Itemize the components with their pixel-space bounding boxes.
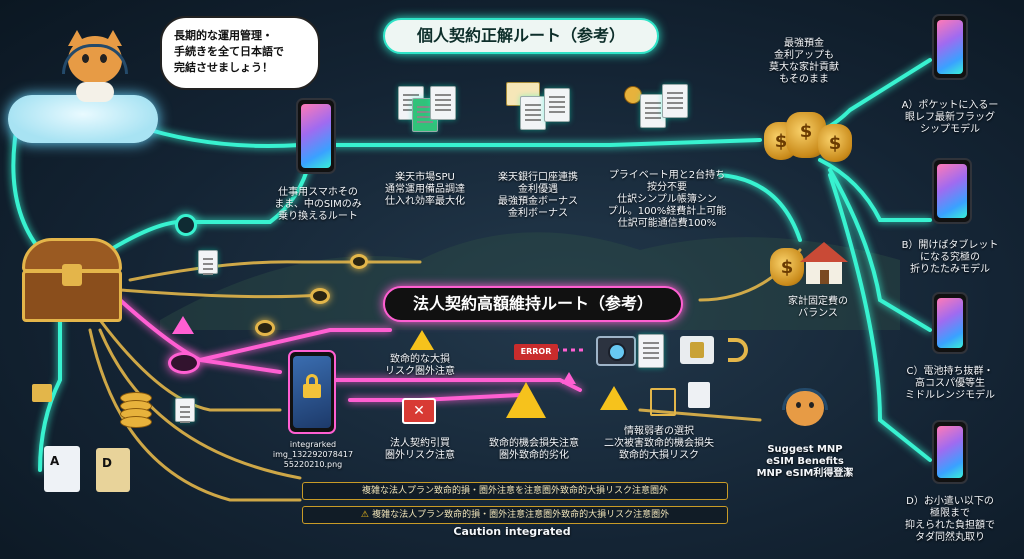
document-icon [520, 96, 546, 130]
lock-icon [303, 384, 321, 398]
document-icon [198, 250, 218, 274]
locked-phone-caption: integrarked img_132292078417 55220210.pn… [272, 440, 354, 469]
option-d-label: D）お小遣い以下の 極限まで 抑えられた負担額で タダ同然丸取り [905, 496, 995, 543]
mnp-label: Suggest MNP eSIM Benefits MNP eSIM利得登潔 [756, 444, 854, 479]
caution-caption: Caution integrated [453, 525, 571, 538]
document-icon: A [44, 446, 80, 492]
option-c-label: C）電池持ち抜群・ 高コスパ優等生 ミドルレンジモデル [905, 366, 995, 401]
warning-icon [562, 372, 576, 384]
risk-info-weak-label: 情報弱者の選択 二次被害致命的機会損失 致命的大損リスク [604, 426, 714, 461]
money-bag-icon [770, 248, 804, 286]
document-icon [650, 388, 676, 416]
smartphone-icon [932, 14, 968, 80]
route-node [350, 254, 368, 269]
document-icon [688, 382, 710, 408]
warning-icon [506, 382, 546, 418]
step-rakuten-bank-label: 楽天銀行口座連携 金利優遇 最強預金ボーナス 金利ボーナス [498, 172, 578, 219]
step-sim-swap-label: 仕事用スマホその まま、中のSIMのみ 乗り換えるルート [274, 187, 362, 222]
document-icon [544, 88, 570, 122]
house-icon [800, 242, 848, 286]
warning-icon [600, 386, 628, 410]
corporate-route-title: 法人契約高額維持ルート（参考） [383, 286, 683, 322]
document-icon [662, 84, 688, 118]
smartphone-icon [932, 158, 972, 224]
headset-cat-icon [782, 384, 828, 432]
warning-banner-2: ⚠ 複雑な法人プラン致命的損・圏外注意注意圏外致命的大損リスク注意圏外 [302, 506, 728, 524]
route-node [175, 214, 197, 236]
cloud [8, 95, 158, 143]
speech-bubble: 長期的な運用管理・ 手続きを全て日本語で 完結させましょう！ [160, 16, 320, 90]
locked-phone [288, 350, 336, 434]
warning-icon [172, 316, 194, 334]
error-badge: ERROR [514, 344, 558, 360]
error-icon: ✕ [402, 398, 436, 424]
sim-card-icon [680, 336, 714, 364]
warning-icon: ⚠ [360, 510, 373, 520]
risk-corporate-label: 法人契約引買 圏外リスク注意 [385, 438, 455, 461]
cat-mascot-icon [62, 30, 128, 102]
step-private-dual-label: プライベート用と2台持ち 按分不要 仕訳シンプル帳簿シン プル。100%経費計上… [607, 170, 727, 229]
document-icon [32, 384, 52, 402]
money-bag-icon [818, 124, 852, 162]
warning-banner-1: 複雑な法人プラン致命的損・圏外注意を注意圏外致命的大損リスク注意圏外 [302, 482, 728, 500]
option-b-label: B）開けばタブレット になる究極の 折りたたみモデル [901, 240, 999, 275]
warning-icon [410, 330, 434, 350]
doc-letter: D [102, 456, 112, 470]
savings-label: 最強預金 金利アップも 莫大な家計貢献 もそのまま [769, 38, 839, 85]
option-a-label: A）ポケットに入るー 眼レフ最新フラッグ シップモデル [901, 100, 999, 135]
doc-letter: A [50, 454, 60, 468]
risk-opportunity-loss-label: 致命的機会損失注意 圏外致命的劣化 [489, 438, 579, 461]
risk-fatal-loss-label: 致命的な大損 リスク圏外注意 [385, 354, 455, 377]
document-icon: D [96, 448, 130, 492]
smartphone-icon [296, 98, 336, 174]
document-icon [430, 86, 456, 120]
route-node [168, 352, 200, 374]
coin-icon [120, 416, 152, 428]
house-label: 家計固定費の バランス [788, 296, 848, 319]
step-rakuten-market-label: 楽天市場SPU 通常運用備品調達 仕入れ効率最大化 [385, 172, 465, 207]
route-node [255, 320, 275, 336]
phone-call-icon [728, 338, 748, 362]
document-icon [175, 398, 195, 422]
document-icon [638, 334, 664, 368]
treasure-chest-icon [22, 238, 122, 324]
individual-route-title: 個人契約正解ルート（参考） [383, 18, 659, 54]
camera-icon [596, 336, 636, 366]
document-icon [640, 94, 666, 128]
route-node [310, 288, 330, 304]
smartphone-icon [932, 292, 968, 354]
warning-banner-2-text: 複雑な法人プラン致命的損・圏外注意注意圏外致命的大損リスク注意圏外 [372, 510, 670, 520]
smartphone-icon [932, 420, 968, 484]
